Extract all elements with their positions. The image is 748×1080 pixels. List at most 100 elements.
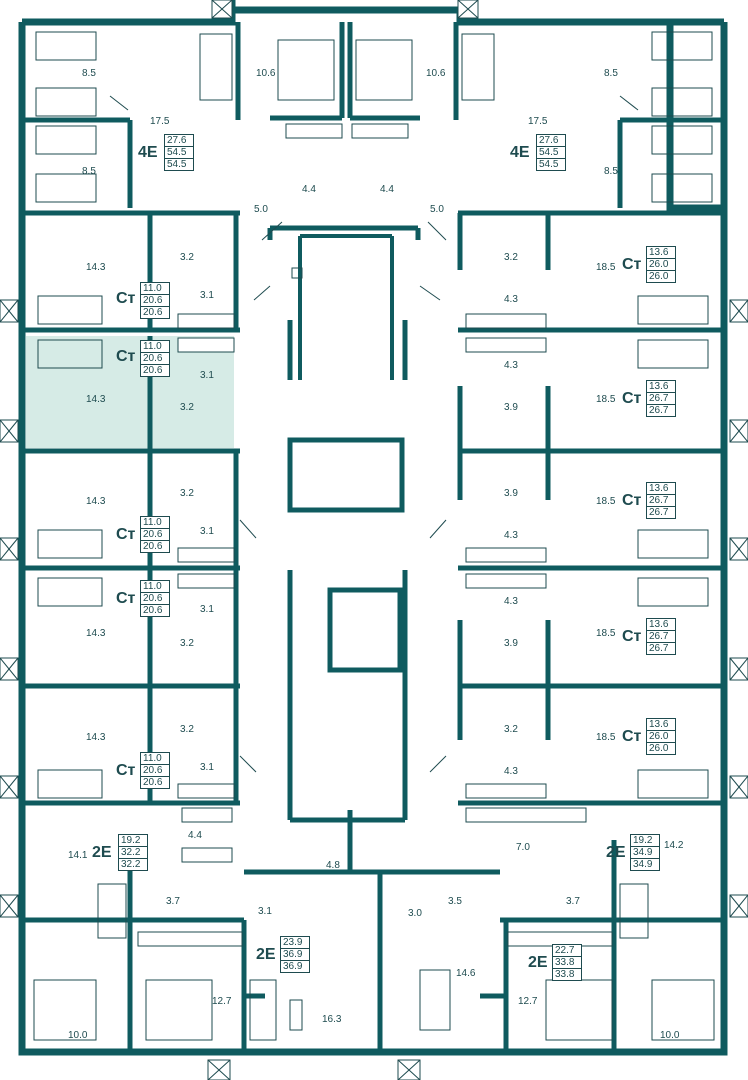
room-area: 8.5: [604, 166, 618, 177]
area-value: 33.8: [553, 957, 581, 969]
area-table: 13.6 26.0 26.0: [646, 246, 676, 283]
area-value: 11.0: [141, 581, 169, 593]
area-table: 13.6 26.7 26.7: [646, 482, 676, 519]
apartment-code: Ст: [116, 290, 136, 307]
apartment-code: 4E: [138, 144, 158, 161]
room-area: 4.8: [326, 860, 340, 871]
apartment-code: 2E: [92, 844, 112, 861]
area-value: 26.7: [649, 507, 669, 518]
area-table: 11.0 20.6 20.6: [140, 580, 170, 617]
room-area: 3.2: [504, 252, 518, 263]
area-value: 26.7: [649, 405, 669, 416]
area-value: 27.6: [537, 135, 565, 147]
room-area: 14.1: [68, 850, 88, 861]
room-area: 3.9: [504, 402, 518, 413]
furniture: [33, 31, 715, 1041]
room-area: 3.1: [200, 370, 214, 381]
area-table: 11.0 20.6 20.6: [140, 752, 170, 789]
room-area: 14.3: [86, 628, 106, 639]
room-area: 18.5: [596, 628, 616, 639]
apartment-code: Ст: [116, 526, 136, 543]
apartment-code: 2E: [606, 844, 626, 861]
area-value: 19.2: [119, 835, 147, 847]
area-value: 20.6: [143, 307, 163, 318]
room-area: 8.5: [604, 68, 618, 79]
room-area: 3.1: [200, 604, 214, 615]
area-value: 20.6: [141, 295, 169, 307]
area-table: 27.6 54.5 54.5: [536, 134, 566, 171]
room-area: 3.7: [566, 896, 580, 907]
room-area: 3.7: [166, 896, 180, 907]
area-value: 22.7: [553, 945, 581, 957]
room-area: 3.5: [448, 896, 462, 907]
area-value: 11.0: [141, 341, 169, 353]
area-value: 26.0: [647, 259, 675, 271]
room-area: 3.2: [180, 252, 194, 263]
area-value: 20.6: [143, 541, 163, 552]
room-area: 4.3: [504, 360, 518, 371]
area-value: 54.5: [537, 147, 565, 159]
area-value: 26.7: [647, 631, 675, 643]
room-area: 14.3: [86, 732, 106, 743]
area-value: 32.2: [121, 859, 141, 870]
highlighted-apartment[interactable]: [26, 336, 234, 448]
room-area: 3.2: [180, 402, 194, 413]
area-table: 13.6 26.0 26.0: [646, 718, 676, 755]
area-value: 23.9: [281, 937, 309, 949]
room-area: 17.5: [150, 116, 170, 127]
area-value: 13.6: [647, 247, 675, 259]
area-value: 26.7: [647, 495, 675, 507]
room-area: 4.4: [302, 184, 316, 195]
room-area: 12.7: [518, 996, 538, 1007]
room-area: 10.0: [68, 1030, 88, 1041]
area-value: 11.0: [141, 517, 169, 529]
area-table: 13.6 26.7 26.7: [646, 380, 676, 417]
room-area: 4.3: [504, 766, 518, 777]
room-area: 3.9: [504, 488, 518, 499]
room-area: 3.1: [258, 906, 272, 917]
apartment-code: Ст: [622, 628, 642, 645]
apartment-code: Ст: [622, 256, 642, 273]
area-value: 26.7: [647, 393, 675, 405]
room-area: 3.2: [180, 724, 194, 735]
area-value: 36.9: [281, 949, 309, 961]
room-area: 14.2: [664, 840, 684, 851]
room-area: 4.3: [504, 294, 518, 305]
room-area: 3.1: [200, 526, 214, 537]
area-table: 23.9 36.9 36.9: [280, 936, 310, 973]
apartment-code: Ст: [622, 728, 642, 745]
apartment-code: Ст: [116, 348, 136, 365]
room-area: 14.3: [86, 394, 106, 405]
area-value: 33.8: [555, 969, 575, 980]
room-area: 16.3: [322, 1014, 342, 1025]
room-area: 18.5: [596, 394, 616, 405]
room-area: 10.6: [426, 68, 446, 79]
room-area: 14.6: [456, 968, 476, 979]
room-area: 3.2: [180, 638, 194, 649]
area-table: 11.0 20.6 20.6: [140, 340, 170, 377]
area-value: 32.2: [119, 847, 147, 859]
room-area: 8.5: [82, 166, 96, 177]
area-value: 20.6: [141, 353, 169, 365]
area-value: 20.6: [143, 777, 163, 788]
apartment-code: 2E: [256, 946, 276, 963]
area-table: 19.2 32.2 32.2: [118, 834, 148, 871]
room-area: 3.1: [200, 290, 214, 301]
room-area: 10.6: [256, 68, 276, 79]
area-value: 13.6: [647, 619, 675, 631]
area-value: 11.0: [141, 753, 169, 765]
area-table: 22.7 33.8 33.8: [552, 944, 582, 981]
room-area: 10.0: [660, 1030, 680, 1041]
apartment-code: 4E: [510, 144, 530, 161]
room-area: 3.2: [504, 724, 518, 735]
area-value: 54.5: [539, 159, 559, 170]
room-area: 17.5: [528, 116, 548, 127]
area-value: 34.9: [631, 847, 659, 859]
area-value: 26.7: [649, 643, 669, 654]
area-value: 13.6: [647, 719, 675, 731]
room-area: 3.2: [180, 488, 194, 499]
area-value: 19.2: [631, 835, 659, 847]
room-area: 18.5: [596, 732, 616, 743]
